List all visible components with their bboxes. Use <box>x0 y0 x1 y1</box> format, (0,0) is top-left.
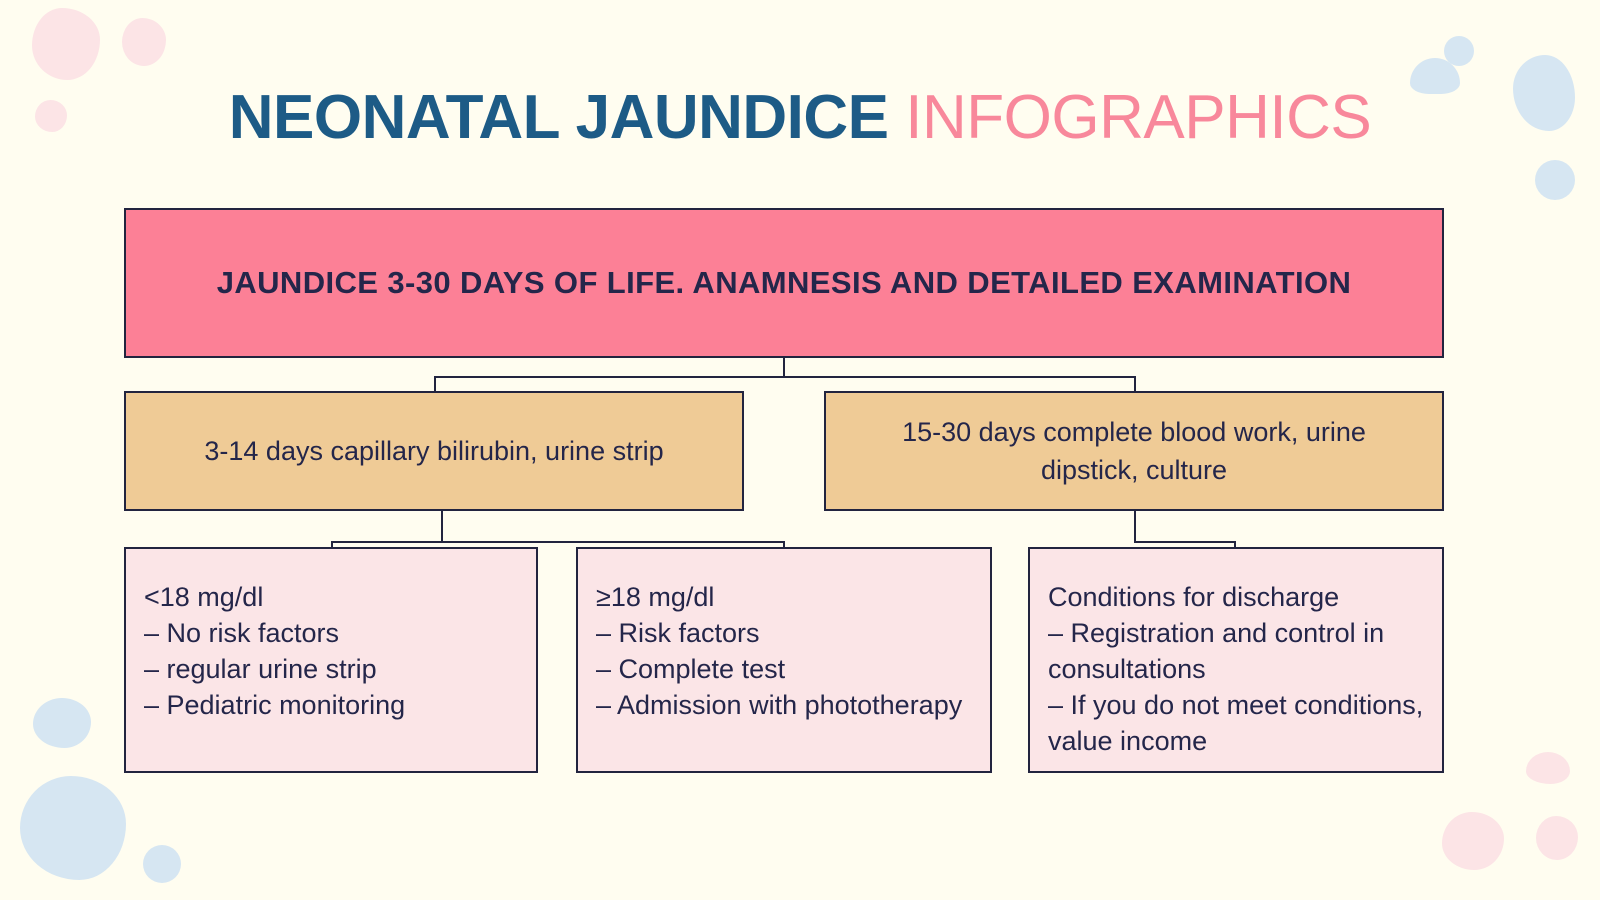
flow-node-outcome-3-label: Conditions for discharge – Registration … <box>1048 582 1424 756</box>
decorative-blob-blue-top-right-bottom-dot <box>1535 160 1575 200</box>
decorative-blob-pink-bottom-right-side <box>1536 816 1578 860</box>
page-title: NEONATAL JAUNDICE INFOGRAPHICS <box>0 82 1600 154</box>
page-title-main: NEONATAL JAUNDICE <box>228 83 889 152</box>
decorative-blob-blue-bottom-left-small <box>33 698 91 748</box>
decorative-blob-pink-top-left-large <box>32 8 100 80</box>
flow-node-outcome-1[interactable]: <18 mg/dl – No risk factors – regular ur… <box>124 547 538 773</box>
connector-level2-bar <box>434 376 1136 378</box>
flow-node-outcome-2-label: ≥18 mg/dl – Risk factors – Complete test… <box>596 582 963 720</box>
decorative-blob-pink-top-left-small <box>122 18 166 66</box>
flow-node-right-branch-label: 15-30 days complete blood work, urine di… <box>902 417 1366 485</box>
connector-child-drop-3 <box>1234 541 1236 547</box>
flow-node-root[interactable]: JAUNDICE 3-30 DAYS OF LIFE. ANAMNESIS AN… <box>124 208 1444 358</box>
connector-right-child-bar <box>1134 541 1236 543</box>
decorative-blob-blue-bottom-left-large <box>20 776 126 880</box>
connector-level2-drop-left <box>434 376 436 391</box>
connector-child-drop-1 <box>331 541 333 547</box>
decorative-blob-blue-bottom-left-dot <box>143 845 181 883</box>
connector-left-children-bar <box>331 541 783 543</box>
flow-node-outcome-1-label: <18 mg/dl – No risk factors – regular ur… <box>144 582 406 720</box>
connector-root-stem <box>783 358 785 376</box>
connector-right-branch-stem <box>1134 511 1136 541</box>
connector-child-drop-2 <box>783 541 785 547</box>
flow-node-outcome-3[interactable]: Conditions for discharge – Registration … <box>1028 547 1444 773</box>
flow-node-outcome-2[interactable]: ≥18 mg/dl – Risk factors – Complete test… <box>576 547 992 773</box>
decorative-blob-pink-bottom-right-large <box>1442 812 1504 870</box>
flow-node-left-branch[interactable]: 3-14 days capillary bilirubin, urine str… <box>124 391 744 511</box>
decorative-blob-blue-top-right-dot <box>1444 36 1474 66</box>
decorative-blob-pink-bottom-right-top <box>1526 752 1570 784</box>
flow-node-left-branch-label: 3-14 days capillary bilirubin, urine str… <box>204 436 664 466</box>
flow-node-root-label: JAUNDICE 3-30 DAYS OF LIFE. ANAMNESIS AN… <box>216 265 1352 300</box>
connector-left-branch-stem <box>441 511 443 541</box>
page-title-accent: INFOGRAPHICS <box>905 83 1372 152</box>
flow-node-right-branch[interactable]: 15-30 days complete blood work, urine di… <box>824 391 1444 511</box>
connector-level2-drop-right <box>1134 376 1136 391</box>
